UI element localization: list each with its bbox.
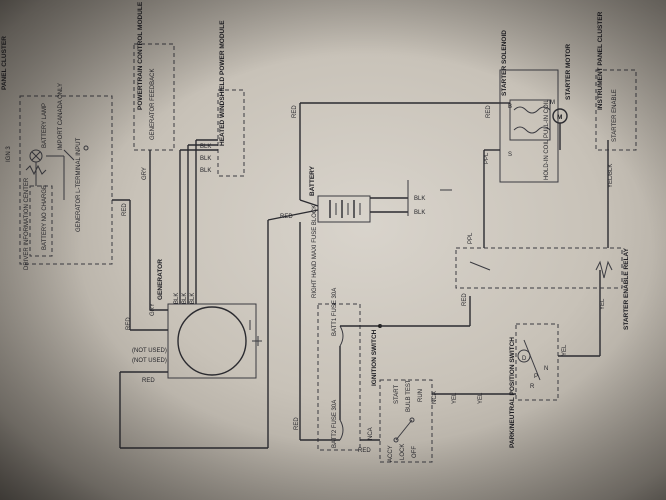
wire-red-7: RED [358, 448, 371, 454]
label-batt2: BATT2 FUSE 30A [332, 400, 338, 448]
wire-blk-5: BLK [182, 293, 188, 304]
label-not-used-2: (NOT USED) [132, 358, 167, 364]
battery-wires [267, 102, 500, 440]
wire-gry-1: GRY [142, 167, 148, 180]
label-gen-terminal: GENERATOR L-TERMINAL INPUT [76, 137, 82, 232]
battery [317, 194, 409, 223]
wire-red-2: RED [126, 317, 132, 330]
wire-blk-7: BLK [414, 196, 425, 202]
label-ign3: IGN 3 [6, 146, 12, 162]
generator [167, 303, 262, 379]
label-lock: LOCK [400, 444, 406, 460]
label-term-m: M [550, 100, 555, 106]
label-not-used-1: (NOT USED) [132, 348, 167, 354]
wire-blk-1: BLK [200, 144, 211, 150]
wire-red-1: RED [122, 203, 128, 216]
label-generator: GENERATOR [157, 259, 164, 300]
wire-blk-4: BLK [174, 293, 180, 304]
label-gen-feedback: GENERATOR FEEDBACK [150, 69, 156, 140]
wire-blk-8: BLK [414, 210, 425, 216]
wire-red-4: RED [280, 214, 293, 220]
label-run: RUN [418, 389, 424, 402]
wire-yel-blk: YEL/BLK [608, 164, 614, 188]
label-accy: ACCY [388, 445, 394, 462]
wire-red-8: RED [462, 293, 468, 306]
label-off: OFF [412, 446, 418, 458]
label-term-b: B [508, 104, 512, 110]
wire-ppl-1: PPL [484, 152, 490, 164]
wire-blk-2: BLK [200, 156, 211, 162]
label-driver-info: DRIVER INFORMATION CENTER [24, 177, 30, 270]
label-maxi-fuse: RIGHT HAND MAXI FUSE BLOCK [312, 205, 318, 298]
grounds [249, 180, 452, 330]
maxi-fuse-block [300, 296, 471, 451]
label-hold-in: HOLD-IN COIL [544, 139, 550, 180]
label-import-canada: IMPORT CANADA ONLY [58, 83, 64, 150]
label-pos-d: D [522, 356, 527, 362]
label-pos-p: P [534, 374, 538, 380]
wire-yel-2: YEL [478, 392, 484, 404]
wire-red-5: RED [292, 105, 298, 118]
label-pos-r: R [530, 384, 535, 390]
wire-nca-2: NCA [432, 391, 438, 404]
wire-blk-6: BLK [190, 293, 196, 304]
park-neutral-switch [515, 270, 601, 401]
label-ignition-switch: IGNITION SWITCH [371, 329, 378, 386]
label-pos-n: N [544, 366, 548, 372]
wire-yel-3: YEL [562, 344, 568, 356]
label-battery: BATTERY [309, 165, 316, 196]
driver-information-center [19, 95, 113, 265]
label-battery-lamp: BATTERY LAMP [42, 103, 48, 148]
label-motor-symbol: M [557, 114, 562, 121]
label-starter-solenoid: STARTER SOLENOID [501, 30, 508, 96]
label-term-s: S [508, 152, 512, 158]
label-pcm: POWERTRAIN CONTROL MODULE [137, 1, 144, 110]
wire-blk-3: BLK [200, 168, 211, 174]
label-bulb-test: BULB TEST [406, 379, 412, 412]
wire-red-9: RED [486, 105, 492, 118]
label-panel-cluster: PANEL CLUSTER [1, 36, 8, 90]
wire-ppl-2: PPL [468, 232, 474, 244]
wire-red-6: RED [294, 417, 300, 430]
wire-yel-1: YEL [452, 392, 458, 404]
starter-enable-relay [455, 150, 623, 289]
wire-nca-1: NCA [368, 427, 374, 440]
label-heated-ws: HEATED WINDSHIELD POWER MODULE [219, 20, 226, 146]
label-battery-no-charge: BATTERY NO CHARGE [42, 185, 48, 250]
label-park-neutral: PARK/NEUTRAL POSITION SWITCH [509, 337, 516, 448]
wire-gry-2: GRY [150, 303, 156, 316]
label-ipc: INSTRUMENT PANEL CLUSTER [597, 11, 604, 110]
wire-yel-4: YEL [600, 298, 606, 310]
label-batt1: BATT1 FUSE 30A [332, 288, 338, 336]
label-starter-enable: STARTER ENABLE [612, 89, 618, 142]
label-starter-motor: STARTER MOTOR [565, 44, 572, 100]
label-start: START [394, 385, 400, 404]
label-starter-enable-relay: STARTER ENABLE RELAY [623, 247, 630, 330]
wire-red-3: RED [142, 378, 155, 384]
